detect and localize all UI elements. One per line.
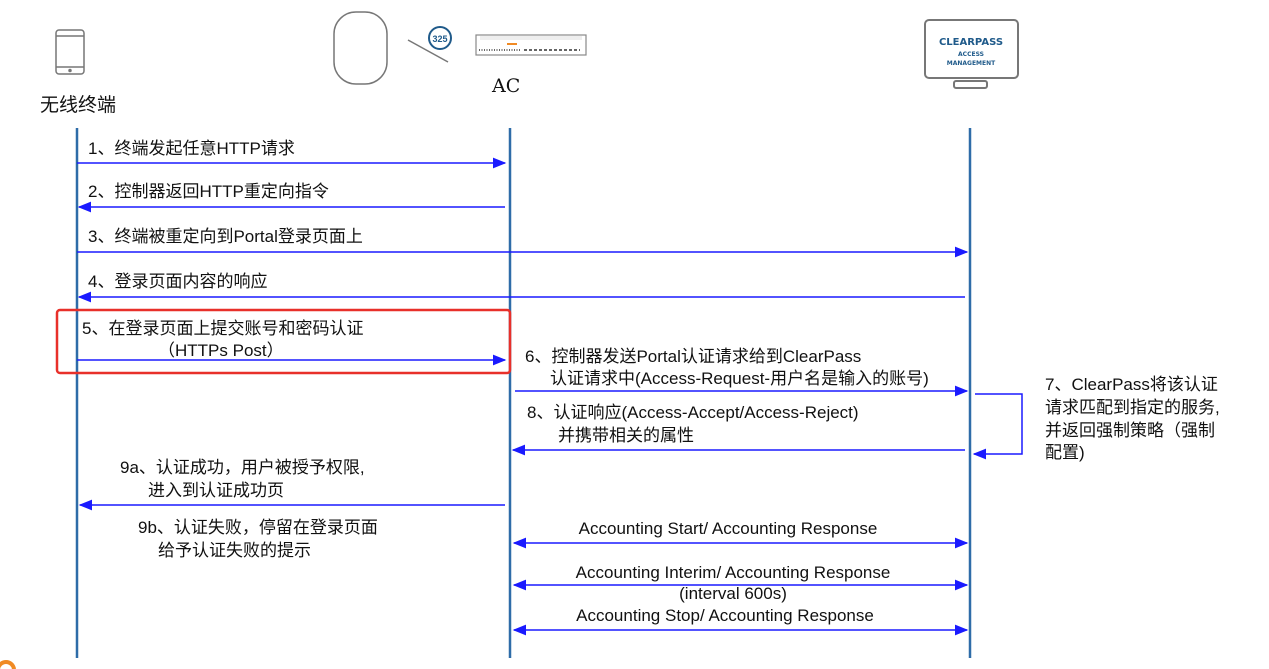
arrow-m7-self: [972, 393, 1023, 460]
msg-7-label-line4: 配置): [1045, 443, 1085, 462]
participant-ac-label: AC: [491, 75, 520, 97]
msg-7-label-line2: 请求匹配到指定的服务,: [1045, 398, 1220, 417]
brand-logo-fragment-icon: [0, 660, 16, 669]
msg-9a-label-line1: 9a、认证成功，用户被授予权限,: [120, 458, 365, 477]
msg-9b-label-line1: 9b、认证失败，停留在登录页面: [138, 518, 378, 537]
ap-model-badge: 325: [432, 34, 447, 44]
msg-5-label-line1: 5、在登录页面上提交账号和密码认证: [82, 319, 363, 338]
clearpass-logo-sub2: MANAGEMENT: [947, 60, 996, 67]
acct-stop-label: Accounting Stop/ Accounting Response: [576, 606, 874, 625]
msg-9a-label-line2: 进入到认证成功页: [148, 481, 284, 500]
clearpass-logo-sub1: ACCESS: [958, 51, 984, 58]
highlight-box-step5: [55, 308, 512, 375]
msg-6-label-line1: 6、控制器发送Portal认证请求给到ClearPass: [525, 347, 861, 366]
acct-interim-label: Accounting Interim/ Accounting Response: [576, 563, 891, 582]
msg-7-label-line1: 7、ClearPass将该认证: [1045, 375, 1218, 394]
msg-8-label-line1: 8、认证响应(Access-Accept/Access-Reject): [527, 403, 859, 422]
mobile-phone-icon: [55, 29, 85, 75]
controller-icon: [475, 34, 587, 56]
access-point-icon: 325: [333, 11, 452, 85]
msg-6-label-line2: 认证请求中(Access-Request-用户名是输入的账号): [550, 369, 929, 388]
msg-2-label: 2、控制器返回HTTP重定向指令: [88, 182, 329, 201]
msg-7-label-line3: 并返回强制策略（强制: [1045, 421, 1215, 440]
clearpass-logo-title: CLEARPASS: [939, 37, 1003, 48]
msg-5-label-line2: （HTTPs Post）: [158, 341, 284, 360]
clearpass-monitor-icon: CLEARPASS ACCESS MANAGEMENT: [924, 19, 1019, 89]
acct-start-label: Accounting Start/ Accounting Response: [579, 519, 878, 538]
msg-8-label-line2: 并携带相关的属性: [558, 426, 694, 445]
msg-3-label: 3、终端被重定向到Portal登录页面上: [88, 227, 363, 246]
participant-terminal-label: 无线终端: [40, 94, 116, 116]
acct-interval-label: (interval 600s): [679, 584, 787, 603]
msg-4-label: 4、登录页面内容的响应: [88, 272, 267, 291]
msg-1-label: 1、终端发起任意HTTP请求: [88, 139, 295, 158]
msg-9b-label-line2: 给予认证失败的提示: [158, 541, 311, 560]
